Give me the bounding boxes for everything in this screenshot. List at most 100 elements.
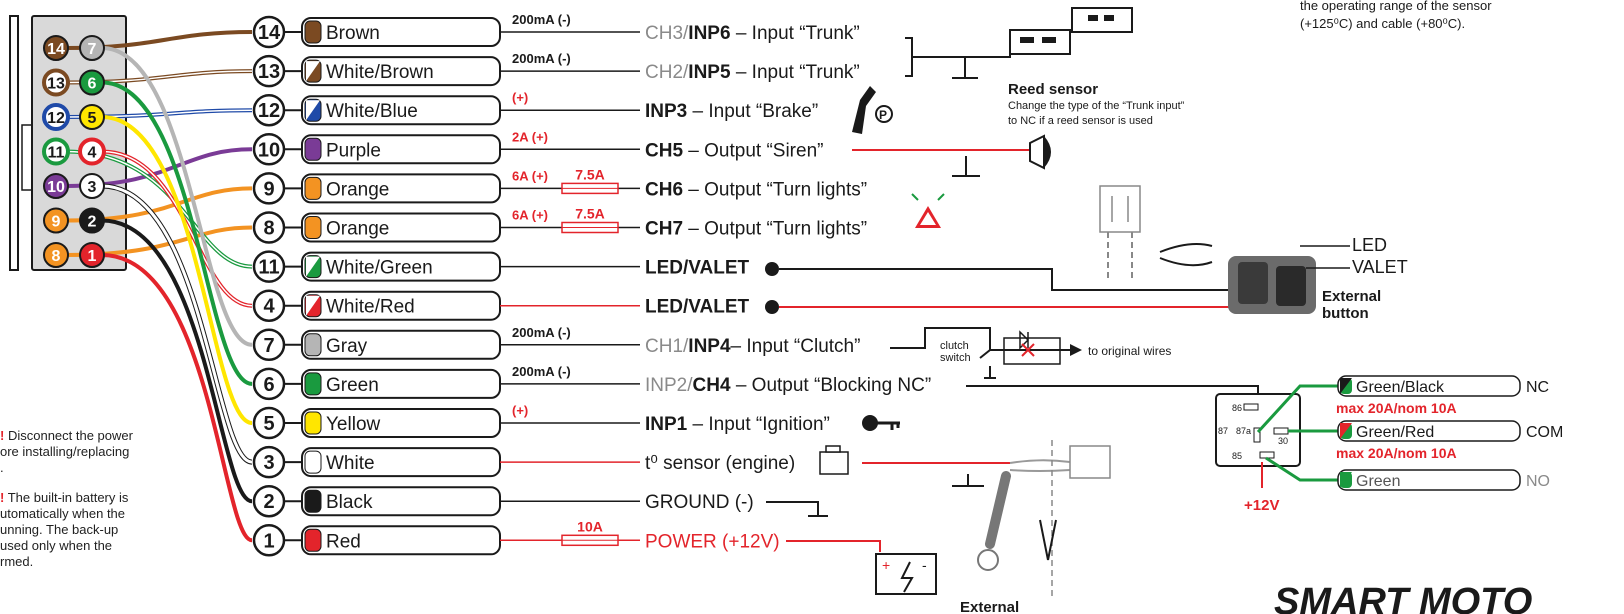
relay-pin-87: 87 bbox=[1218, 426, 1228, 436]
connector-pin-number: 12 bbox=[47, 110, 65, 127]
wire-function-label: CH6 – Output “Turn lights” bbox=[645, 179, 867, 200]
wire-row-13: 13 White/Brown 200mA (-) CH2/INP5 – Input “… bbox=[252, 51, 860, 88]
connector-pin-number: 2 bbox=[88, 214, 97, 231]
connector-pin-circle bbox=[79, 207, 105, 234]
wire-color-label: Red bbox=[326, 531, 361, 552]
wire-color-swatch bbox=[304, 450, 322, 474]
external-label: External bbox=[960, 599, 1019, 614]
relay-output-pill bbox=[1337, 375, 1521, 397]
svg-text:-: - bbox=[922, 557, 927, 573]
engine-icon bbox=[819, 445, 849, 475]
wire-row-2: 2 Black GROUND (-) bbox=[252, 484, 754, 518]
warning-note-1-line1: Disconnect the power bbox=[4, 428, 133, 443]
connector-bracket bbox=[9, 15, 19, 271]
current-rating: (+) bbox=[512, 403, 528, 418]
external-button-icon bbox=[1228, 245, 1350, 314]
wire-color-label: Green bbox=[326, 375, 379, 396]
clutch-switch-label-2: switch bbox=[940, 352, 971, 364]
warning-note-1: ! Disconnect the power ore installing/re… bbox=[0, 428, 170, 476]
wire-color-label: Brown bbox=[326, 23, 380, 44]
pin-number: 4 bbox=[263, 296, 275, 318]
wire-color-swatch bbox=[304, 137, 322, 161]
pin-number: 5 bbox=[263, 413, 274, 435]
connector-pin-number: 3 bbox=[88, 179, 97, 196]
wire-color-label: Orange bbox=[326, 219, 389, 240]
pin-number: 11 bbox=[258, 257, 279, 279]
function-description: – Output “Turn lights” bbox=[683, 179, 867, 200]
harness-wire-6 bbox=[101, 80, 253, 386]
pin-number: 2 bbox=[263, 491, 274, 513]
wire-function-label: CH1/INP4– Input “Clutch” bbox=[645, 336, 860, 357]
connector-pin-circle bbox=[78, 137, 106, 166]
function-description: – Output “Blocking NC” bbox=[731, 375, 932, 396]
wire-function-label: INP2/CH4 – Output “Blocking NC” bbox=[645, 375, 931, 396]
wire-function-label: CH2/INP5 – Input “Trunk” bbox=[645, 62, 860, 83]
function-description: – Input “Ignition” bbox=[687, 414, 830, 435]
wire-color-label: White bbox=[326, 453, 375, 474]
function-code: CH6 bbox=[645, 179, 683, 200]
led-connector-dot-2 bbox=[765, 300, 779, 314]
pin-number: 1 bbox=[263, 530, 274, 552]
wire-color-swatch bbox=[304, 176, 322, 200]
function-code: INP1 bbox=[645, 414, 688, 435]
connector-pin-circle bbox=[42, 137, 70, 166]
wire-color-label: Black bbox=[326, 492, 373, 513]
warning-note-2-line3: unning. The back-up bbox=[0, 522, 119, 537]
function-description: – Output “Siren” bbox=[683, 140, 823, 161]
pin-number: 9 bbox=[263, 178, 274, 200]
function-channel: CH1/ bbox=[645, 336, 689, 357]
function-code: INP4 bbox=[688, 336, 731, 357]
button-mount-icon bbox=[1099, 185, 1213, 278]
current-rating: 200mA (-) bbox=[512, 51, 571, 66]
function-description: GROUND (-) bbox=[645, 492, 754, 513]
connector-pin-circle bbox=[42, 103, 70, 131]
wire-color-label: White/Brown bbox=[326, 62, 434, 83]
relay-contact-label: NO bbox=[1526, 473, 1550, 490]
fuse-rating: 10A bbox=[577, 518, 603, 534]
sensor-range-note-1: the operating range of the sensor bbox=[1300, 0, 1492, 13]
temp-sensor-probe-icon bbox=[952, 440, 1111, 600]
function-description: – Input “Brake” bbox=[687, 101, 818, 122]
connector-pin-number: 1 bbox=[88, 248, 97, 265]
wire-function-label: GROUND (-) bbox=[645, 492, 754, 513]
pin-number: 3 bbox=[263, 452, 274, 474]
wire-function-label: INP1 – Input “Ignition” bbox=[645, 414, 830, 435]
pin-number: 12 bbox=[258, 100, 280, 122]
connector-pin-circle bbox=[79, 104, 105, 130]
harness-wire-5 bbox=[101, 115, 253, 425]
reed-sensor-icon bbox=[905, 7, 1133, 79]
connector-latch bbox=[21, 124, 33, 191]
wire-function-label: CH5 – Output “Siren” bbox=[645, 140, 823, 161]
function-description: POWER (+12V) bbox=[645, 531, 780, 552]
function-code: LED/VALET bbox=[645, 297, 750, 318]
wire-color-label: White/Blue bbox=[326, 101, 418, 122]
pin-number: 7 bbox=[263, 335, 274, 357]
connector-pin-circle bbox=[79, 173, 105, 199]
reed-sensor-note-2: to NC if a reed sensor is used bbox=[1008, 115, 1153, 127]
clutch-switch-label-1: clutch bbox=[940, 340, 969, 352]
warning-note-1-line2: ore installing/replacing bbox=[0, 444, 130, 459]
wire-color-swatch bbox=[304, 20, 322, 44]
wire-function-label: CH3/INP6 – Input “Trunk” bbox=[645, 23, 860, 44]
hazard-warning-icon bbox=[911, 193, 945, 228]
warning-note-2-line1: The built-in battery is bbox=[4, 490, 129, 505]
relay-output-swatch-stripe bbox=[1340, 472, 1352, 488]
connector-pin-number: 10 bbox=[47, 179, 65, 196]
function-code: CH7 bbox=[645, 219, 683, 240]
function-code: CH5 bbox=[645, 140, 683, 161]
connector-pin-circle bbox=[43, 242, 69, 268]
pin-number: 13 bbox=[258, 61, 280, 83]
connector-pin-number: 8 bbox=[52, 248, 61, 265]
relay-output-max: max 20A/nom 10A bbox=[1336, 400, 1457, 416]
wire-stripe-swatch bbox=[306, 100, 320, 121]
connector-pin-number: 5 bbox=[88, 110, 97, 127]
